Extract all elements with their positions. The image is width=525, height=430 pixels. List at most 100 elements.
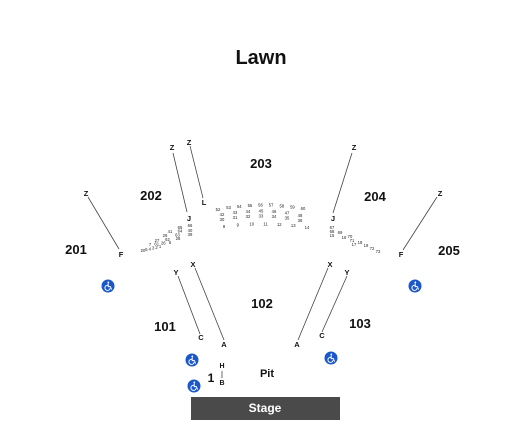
pit-row-number: 1	[208, 371, 215, 385]
seat-number[interactable]: 29	[163, 233, 168, 238]
accessible-seating	[101, 279, 422, 393]
seat-number[interactable]: 4	[149, 246, 152, 251]
aisle-101-102	[194, 267, 225, 341]
seat-number[interactable]: 9	[237, 223, 240, 228]
section-202[interactable]: 202	[140, 188, 162, 203]
seat-number[interactable]: 55	[248, 203, 253, 208]
section-103[interactable]: 103	[349, 316, 371, 331]
seat-number[interactable]: 13	[291, 223, 296, 228]
seat-number[interactable]: 60	[301, 206, 306, 211]
seat-number[interactable]: 56	[258, 203, 263, 208]
seat-number[interactable]: 64	[178, 229, 183, 234]
seat-number[interactable]: 32	[246, 214, 251, 219]
seat-number[interactable]: 72	[370, 246, 375, 251]
seat-number[interactable]: 35	[285, 216, 290, 221]
seat-number[interactable]: 42	[220, 212, 225, 217]
row-label: A	[294, 340, 300, 349]
seat-number[interactable]: 45	[259, 209, 264, 214]
row-label: X	[190, 260, 195, 269]
section-203[interactable]: 203	[250, 156, 272, 171]
seat-number[interactable]: 59	[290, 204, 295, 209]
seat-number[interactable]: 14	[305, 225, 310, 230]
section-201[interactable]: 201	[65, 242, 87, 257]
seat-number[interactable]: 20	[141, 248, 146, 253]
aisle-202-203	[189, 145, 204, 199]
seat-number[interactable]: 69	[338, 230, 343, 235]
seat-number[interactable]: 11	[263, 222, 268, 227]
seat-number[interactable]: 10	[249, 222, 254, 227]
seat-number[interactable]: 6	[169, 240, 172, 245]
seats-section-203: 52 53 54 55 56 57 58 59 60 42 43 44 45 46 47 48 30 31 32 33…	[216, 203, 310, 231]
row-label: Z	[352, 143, 357, 152]
seat-number[interactable]: 31	[233, 215, 238, 220]
seat-number[interactable]: 71	[350, 238, 355, 243]
seat-number[interactable]: 33	[259, 214, 264, 219]
seat-number[interactable]: 12	[277, 222, 282, 227]
pit-label[interactable]: Pit	[260, 368, 274, 380]
seat-number[interactable]: 47	[285, 211, 290, 216]
seat-number[interactable]: 52	[216, 207, 221, 212]
seat-number[interactable]: 57	[269, 203, 274, 208]
seat-number[interactable]: 53	[226, 205, 231, 210]
seat-number[interactable]: 63	[175, 233, 180, 238]
seat-number[interactable]: 67	[330, 225, 335, 230]
seat-number[interactable]: 26	[161, 241, 166, 246]
seat-number[interactable]: 62	[165, 237, 170, 242]
seat-number[interactable]: 19	[364, 243, 369, 248]
seat-number[interactable]: 30	[220, 217, 225, 222]
seat-number[interactable]: 39	[188, 232, 193, 237]
row-label: Z	[438, 189, 443, 198]
lawn-label[interactable]: Lawn	[235, 47, 286, 69]
wheelchair-accessible-icon	[408, 279, 422, 293]
seat-number[interactable]: 1	[159, 244, 162, 249]
row-label: Y	[173, 268, 178, 277]
seat-number[interactable]: 44	[246, 209, 251, 214]
seat-number[interactable]: 41	[168, 229, 173, 234]
seat-number[interactable]: 73	[376, 249, 381, 254]
seat-number[interactable]: 8	[223, 224, 226, 229]
seat-number[interactable]: 36	[298, 218, 303, 223]
seat-number[interactable]: 43	[233, 210, 238, 215]
row-label: Z	[84, 189, 89, 198]
seat-number[interactable]: 17	[352, 242, 357, 247]
seat-number[interactable]: 66	[188, 223, 193, 228]
seat-number[interactable]: 54	[237, 204, 242, 209]
seat-number[interactable]: 68	[330, 229, 335, 234]
seat-number[interactable]: 2	[155, 245, 158, 250]
seat-number[interactable]: 40	[188, 228, 193, 233]
wheelchair-accessible-icon	[185, 353, 199, 367]
seat-number[interactable]: 70	[348, 234, 353, 239]
row-label: X	[327, 260, 332, 269]
section-204[interactable]: 204	[364, 189, 386, 204]
section-101[interactable]: 101	[154, 319, 176, 334]
wheelchair-accessible-icon	[187, 379, 201, 393]
row-label: L	[202, 198, 207, 207]
seat-number[interactable]: 34	[272, 214, 277, 219]
seat-number[interactable]: 18	[358, 240, 363, 245]
seat-number[interactable]: 28	[176, 236, 181, 241]
seat-number[interactable]: 46	[272, 209, 277, 214]
seat-number[interactable]: 7	[149, 242, 152, 247]
seat-number[interactable]: 5	[145, 247, 148, 252]
seat-number[interactable]: 27	[155, 238, 160, 243]
aisle-103-right	[321, 275, 348, 333]
seat-number[interactable]: 65	[178, 225, 183, 230]
aisle-204-205	[402, 196, 438, 251]
seat-number[interactable]: 58	[279, 203, 284, 208]
row-label: C	[319, 331, 325, 340]
section-102[interactable]: 102	[251, 296, 273, 311]
seat-number[interactable]: 48	[298, 213, 303, 218]
row-label: Z	[187, 138, 192, 147]
stage-label: Stage	[249, 401, 282, 415]
row-label: A	[221, 340, 227, 349]
seat-number[interactable]: 61	[154, 241, 159, 246]
row-label: C	[198, 333, 204, 342]
aisle-202-left	[172, 152, 188, 213]
seat-number[interactable]: 15	[330, 233, 335, 238]
seat-number[interactable]: 3	[152, 246, 155, 251]
row-label: Y	[344, 268, 349, 277]
seat-number[interactable]: 16	[342, 235, 347, 240]
section-205[interactable]: 205	[438, 243, 460, 258]
